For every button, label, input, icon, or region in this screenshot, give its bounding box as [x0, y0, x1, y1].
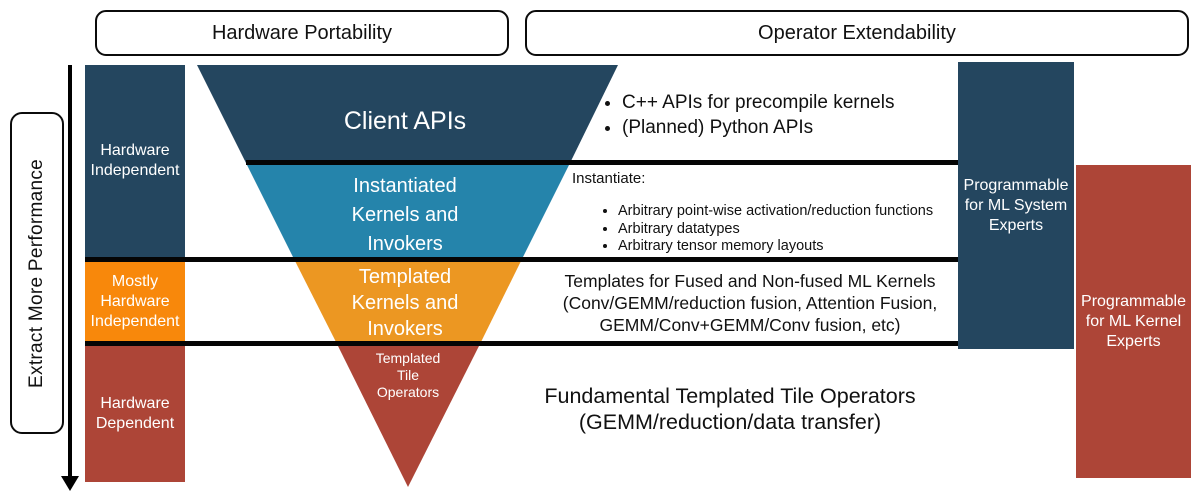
client-api-bullet: (Planned) Python APIs [622, 115, 972, 140]
funnel-layer-templated-tile-operators [337, 344, 480, 487]
funnel-label-instantiated-kernels: Instantiated Kernels and Invokers [351, 175, 459, 255]
separator-line-instantiated-templated [85, 257, 958, 262]
separator-line-client-instantiated [246, 160, 958, 165]
mostly-hardware-independent-label: Mostly Hardware Independent [90, 272, 180, 330]
client-api-bullet: C++ APIs for precompile kernels [622, 90, 972, 115]
instantiate-title: Instantiate: [572, 170, 646, 187]
funnel-label-templated-kernels: Templated Kernels and Invokers [351, 266, 459, 340]
instantiate-bullet: Arbitrary point-wise activation/reductio… [618, 203, 978, 221]
performance-axis-box: Extract More Performance [10, 112, 64, 434]
performance-arrow-icon [68, 65, 72, 477]
hardware-dependent-block: Hardware Dependent [85, 346, 185, 482]
instantiate-bullet: Arbitrary datatypes [618, 221, 978, 239]
operator-extendability-box: Operator Extendability [525, 10, 1189, 56]
templates-note: Templates for Fused and Non-fused ML Ker… [562, 271, 938, 335]
hardware-independent-block: Hardware Independent [85, 65, 185, 257]
hardware-portability-box: Hardware Portability [95, 10, 509, 56]
mostly-hardware-independent-block: Mostly Hardware Independent [85, 262, 185, 341]
funnel-layer-client-apis [197, 65, 618, 163]
hardware-dependent-label: Hardware Dependent [95, 395, 175, 432]
ml-kernel-experts-label: Programmable for ML Kernel Experts [1081, 292, 1186, 350]
performance-arrowhead-icon [61, 476, 79, 491]
funnel-layer-instantiated-kernels [246, 163, 570, 259]
ml-system-experts-panel: Programmable for ML System Experts [958, 62, 1074, 349]
hardware-independent-label: Hardware Independent [90, 142, 180, 179]
ml-system-experts-label: Programmable for ML System Experts [963, 176, 1069, 234]
instantiate-bullet-list: Arbitrary point-wise activation/reductio… [596, 203, 978, 256]
fundamental-note: Fundamental Templated Tile Operators (GE… [544, 384, 916, 434]
funnel-label-client-apis: Client APIs [343, 107, 467, 135]
funnel-layer-templated-kernels [294, 259, 522, 344]
client-api-bullet-list: C++ APIs for precompile kernels (Planned… [600, 90, 972, 140]
separator-line-templated-tile [85, 341, 958, 346]
instantiate-bullet: Arbitrary tensor memory layouts [618, 238, 978, 256]
ml-kernel-experts-panel: Programmable for ML Kernel Experts [1076, 165, 1191, 478]
hardware-portability-label: Hardware Portability [211, 21, 393, 44]
operator-extendability-label: Operator Extendability [758, 21, 956, 44]
funnel-label-templated-tile-operators: Templated Tile Operators [375, 350, 441, 400]
